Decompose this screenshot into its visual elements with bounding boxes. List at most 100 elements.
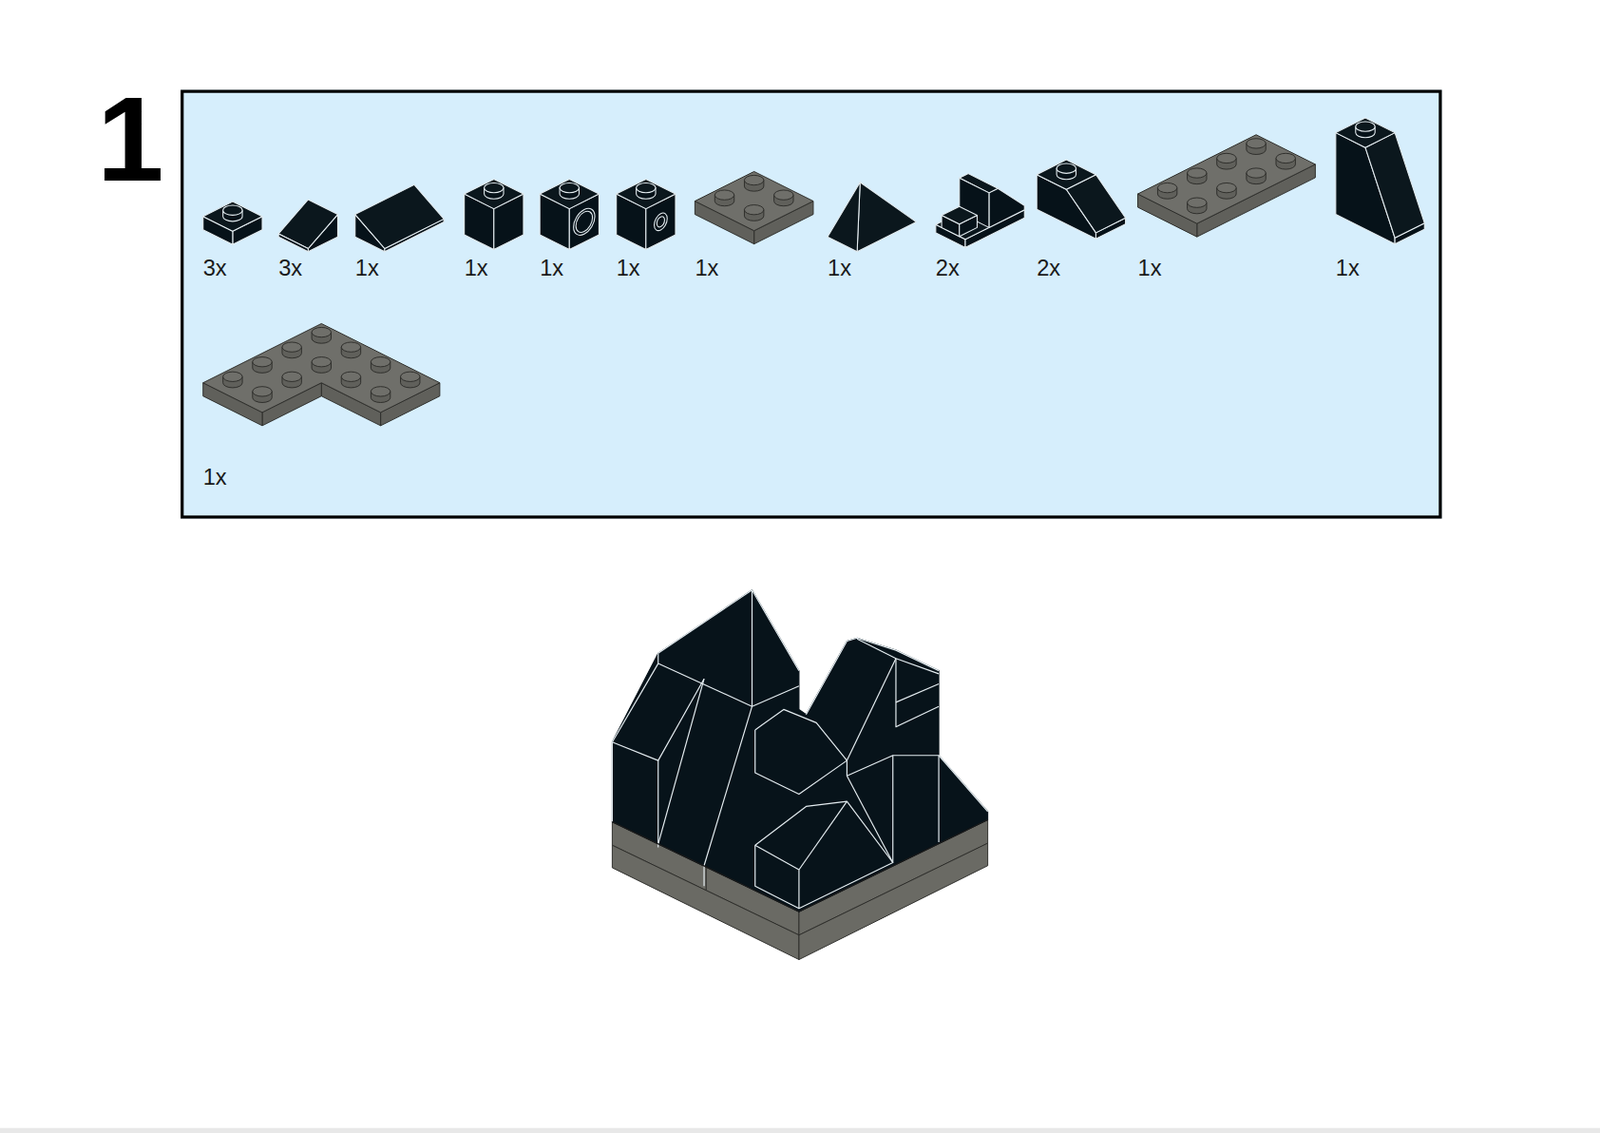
stud-top xyxy=(743,205,763,215)
model-edge xyxy=(657,760,659,847)
part-quantity: 1x xyxy=(1335,257,1360,281)
part-face xyxy=(941,206,977,225)
stud-top xyxy=(1246,138,1266,149)
side-stud-inner xyxy=(656,214,665,229)
part-face xyxy=(1335,117,1395,148)
model-edge xyxy=(611,663,658,743)
page-edge xyxy=(0,1127,1600,1133)
side-stud xyxy=(654,209,668,233)
model-edge xyxy=(658,652,800,706)
model-edge xyxy=(895,684,939,703)
slope-with-clip xyxy=(935,173,1025,248)
brick-1x1-side-stud xyxy=(616,178,676,249)
model-edge xyxy=(895,658,939,727)
part-face xyxy=(278,233,308,252)
model-edge xyxy=(846,658,896,761)
slope-2x1 xyxy=(1036,159,1125,239)
part-face xyxy=(616,178,676,209)
stud-top xyxy=(282,342,302,352)
part-face xyxy=(355,184,444,248)
part-quantity: 1x xyxy=(694,257,719,281)
technic-brick-1x1 xyxy=(539,178,599,249)
model-edge xyxy=(611,678,705,761)
stud-top xyxy=(1217,152,1237,163)
model-edge xyxy=(892,755,894,863)
stud-top xyxy=(311,326,331,337)
brick-1x1 xyxy=(464,178,524,249)
part-face xyxy=(857,182,916,252)
stud-top xyxy=(252,386,272,397)
model-edge xyxy=(751,590,753,706)
plate-2x2 xyxy=(694,171,814,244)
parts-list-art xyxy=(203,117,1426,426)
model-edge xyxy=(755,800,894,909)
corner-plate-4x4 xyxy=(203,323,440,425)
assembled-model xyxy=(611,590,988,960)
part-face xyxy=(203,323,440,412)
plate-2x4 xyxy=(1137,134,1315,237)
part-quantity: 1x xyxy=(616,257,641,281)
pin-hole-inner xyxy=(575,208,592,236)
model-edge xyxy=(857,638,939,674)
stud-top xyxy=(400,371,420,381)
part-face xyxy=(1137,134,1315,224)
part-face xyxy=(464,178,524,209)
cheese-slope-1x2 xyxy=(355,184,444,251)
stud-top xyxy=(370,386,390,397)
pyramid-slope xyxy=(827,182,916,252)
model-edge xyxy=(755,708,848,794)
part-face xyxy=(539,178,599,209)
model-body xyxy=(611,590,988,912)
cheese-slope-1x1 xyxy=(278,199,338,252)
model-edge xyxy=(658,678,705,844)
plate-1x1 xyxy=(203,201,263,245)
part-face xyxy=(1365,133,1425,239)
slope-1x2x3 xyxy=(1335,117,1425,245)
stud-top xyxy=(714,190,734,200)
stud-top xyxy=(484,182,504,192)
part-quantity: 2x xyxy=(935,257,960,281)
stud-top xyxy=(341,342,361,352)
stud-top xyxy=(636,182,656,192)
stud-top xyxy=(223,205,243,215)
stud-top xyxy=(311,357,331,367)
model-edge xyxy=(805,637,939,715)
model-edge xyxy=(937,755,939,842)
part-quantity: 1x xyxy=(827,257,852,281)
stud-top xyxy=(1157,182,1177,192)
model-edge xyxy=(846,755,988,812)
stud-top xyxy=(252,357,272,367)
part-face xyxy=(989,188,1025,228)
stud-top xyxy=(1276,152,1296,163)
part-face xyxy=(827,182,860,252)
pin-hole xyxy=(573,204,595,240)
part-quantity: 2x xyxy=(1036,257,1061,281)
part-quantity: 1x xyxy=(539,257,564,281)
part-quantity: 3x xyxy=(203,257,228,281)
stud-top xyxy=(1187,197,1207,208)
part-face xyxy=(1036,159,1096,190)
parts-panel-fill xyxy=(180,90,1442,519)
plate-seam xyxy=(705,866,707,891)
stud-top xyxy=(1187,168,1207,178)
stud-top xyxy=(774,190,794,200)
stud-top xyxy=(282,371,302,381)
part-quantity: 1x xyxy=(203,466,228,490)
part-quantity: 1x xyxy=(1137,257,1162,281)
model-edge xyxy=(755,844,800,909)
model-edge xyxy=(611,742,613,822)
model-edge xyxy=(704,705,752,886)
part-face xyxy=(694,171,814,230)
stud-top xyxy=(743,174,763,185)
stud-top xyxy=(341,371,361,381)
part-quantity: 1x xyxy=(464,257,489,281)
stud-top xyxy=(559,182,579,192)
model-edge xyxy=(752,590,800,671)
model-edge xyxy=(658,590,753,654)
part-quantity: 3x xyxy=(278,257,303,281)
stud-top xyxy=(370,357,390,367)
stud-top xyxy=(1355,121,1375,132)
parts-callout-box: 3x3x1x1x1x1x1x1x2x2x1x1x1x xyxy=(180,90,1442,519)
stud-top xyxy=(1246,168,1266,178)
